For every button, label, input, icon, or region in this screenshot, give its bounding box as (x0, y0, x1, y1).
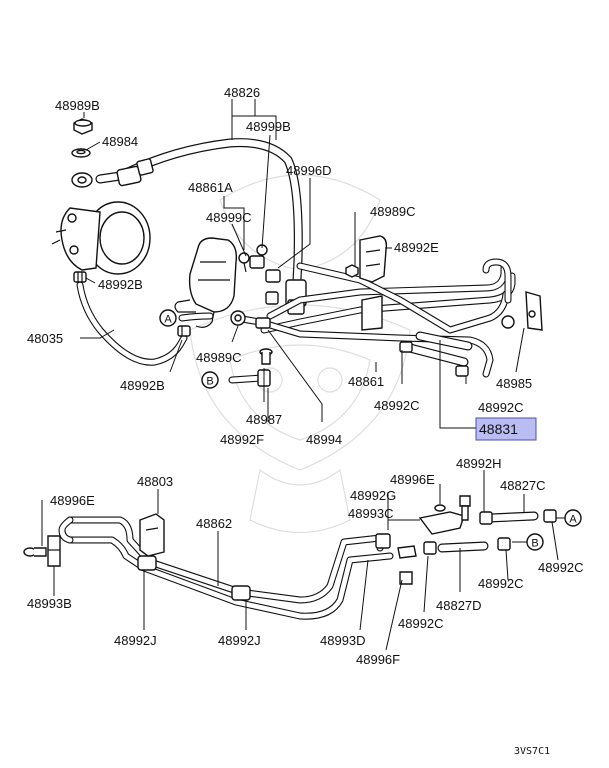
hose-a-lead (178, 312, 214, 322)
clamp-48992j-a (137, 555, 157, 571)
label-48993d: 48993D (320, 633, 366, 648)
label-48987: 48987 (246, 412, 282, 427)
label-48992j-a: 48992J (114, 633, 157, 648)
label-48984: 48984 (102, 134, 138, 149)
bolt-48996e-right (434, 504, 446, 512)
label-48035: 48035 (27, 331, 63, 346)
callout-b-top-label: B (206, 376, 213, 388)
clamp-48993c (375, 533, 391, 549)
fitting-48996f (397, 545, 417, 585)
clamp-48992c-a (399, 341, 413, 353)
label-48992c-d: 48992C (478, 576, 524, 591)
label-48827d: 48827D (436, 598, 482, 613)
label-48831: 48831 (479, 421, 518, 437)
label-48994: 48994 (306, 432, 342, 447)
label-48861a: 48861A (188, 180, 233, 195)
nut-48989b (73, 118, 93, 135)
power-steering-pump (51, 201, 151, 275)
bracket-48992g (418, 511, 465, 535)
bracket-48992e (359, 235, 388, 283)
label-48989c-mid: 48989C (196, 350, 242, 365)
hose-48827c (479, 509, 557, 525)
clamp-48989c-mid (230, 310, 246, 326)
clamp-48992b-top (73, 271, 87, 283)
bolt-48992h (459, 495, 471, 521)
clamp-48992c-b (455, 365, 469, 377)
hose-48827d (423, 537, 511, 555)
pipe-bracket-center (361, 295, 383, 331)
label-48996d: 48996D (286, 163, 332, 178)
label-48996f: 48996F (356, 652, 400, 667)
label-48992c-a: 48992C (374, 398, 420, 413)
leader-lines-bottom (41, 470, 559, 651)
clamp-48993b (47, 535, 61, 567)
label-48985: 48985 (496, 376, 532, 391)
image-code: 3VS7C1 (514, 746, 550, 757)
callout-b-top: B (201, 371, 219, 389)
label-48999b: 48999B (246, 119, 291, 134)
callout-a-bottom: A (564, 509, 582, 527)
label-48992f: 48992F (220, 432, 264, 447)
hose-48035 (76, 281, 188, 366)
callout-b-bottom-label: B (531, 538, 538, 550)
bolt-48987 (259, 348, 273, 365)
label-48827c: 48827C (500, 478, 546, 493)
label-48989c-top: 48989C (370, 204, 416, 219)
bolt-48996e-left (23, 547, 47, 557)
bracket-48985 (501, 291, 543, 331)
label-48992c-c: 48992C (538, 560, 584, 575)
callout-a-top: A (159, 309, 177, 327)
label-48992b-bottom: 48992B (120, 378, 165, 393)
label-48996e-right: 48996E (390, 472, 435, 487)
bracket-48803 (139, 513, 165, 557)
label-48993b: 48993B (27, 596, 72, 611)
leader-lines-top (80, 99, 525, 429)
label-48999c: 48999C (206, 210, 252, 225)
hose-48831 (405, 331, 473, 367)
callout-a-top-label: A (164, 314, 172, 326)
label-48992g: 48992G (350, 488, 396, 503)
clamp-48994 (255, 317, 271, 329)
label-48862: 48862 (196, 516, 232, 531)
label-48992b-top: 48992B (98, 277, 143, 292)
clamp-48992j-b (231, 585, 251, 601)
label-48992c-e: 48992C (398, 616, 444, 631)
nut-48989c-top (345, 264, 359, 278)
label-48992e: 48992E (394, 240, 439, 255)
clamp-48992b-bottom (177, 325, 191, 337)
pipe-48862 (58, 516, 394, 620)
label-48826: 48826 (224, 85, 260, 100)
washer-48984 (71, 148, 91, 158)
steering-gear-box (174, 237, 238, 328)
union-bolts (249, 255, 281, 305)
label-48993c: 48993C (348, 506, 394, 521)
label-48861: 48861 (348, 374, 384, 389)
label-48992j-b: 48992J (218, 633, 261, 648)
label-48803: 48803 (137, 474, 173, 489)
highlight-box-48831 (475, 417, 537, 441)
hose-48826 (71, 138, 307, 315)
part-labels: 48989B 48984 48826 48999B 48996D 48861A … (27, 85, 584, 667)
label-48992h: 48992H (456, 456, 502, 471)
callout-a-bottom-label: A (569, 514, 577, 526)
label-48996e-left: 48996E (50, 493, 95, 508)
label-48989b: 48989B (55, 98, 100, 113)
callout-b-bottom: B (526, 533, 544, 551)
pipe-loop-right (482, 258, 512, 304)
label-48992c-b: 48992C (478, 400, 524, 415)
